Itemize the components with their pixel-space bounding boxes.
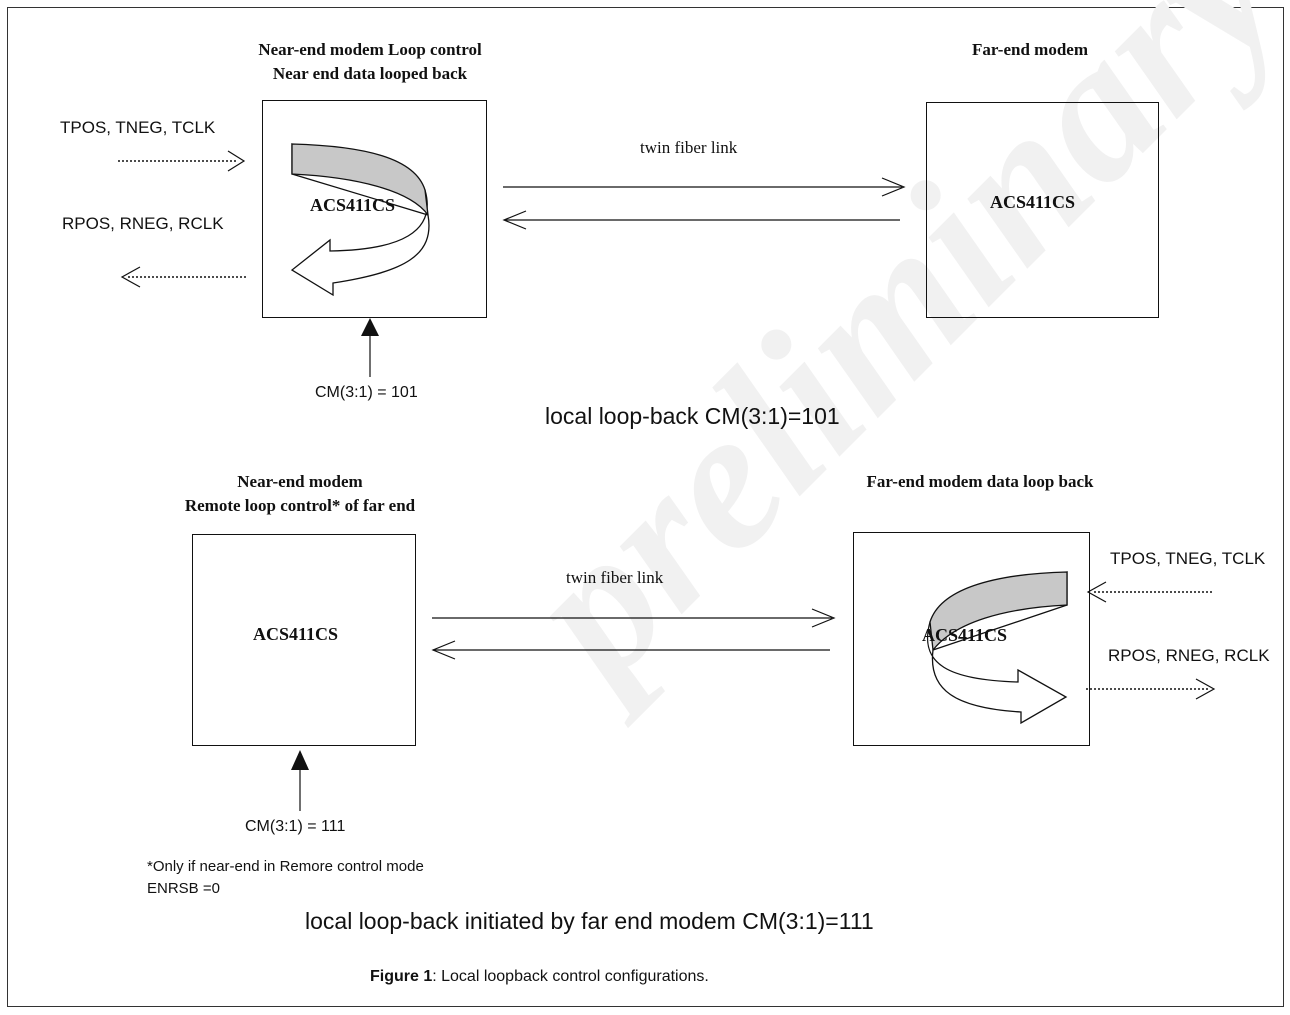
bottom-near-header: Near-end modem Remote loop control* of f… <box>130 470 470 518</box>
top-link-label: twin fiber link <box>640 138 738 157</box>
bottom-fiber-tx-arrow <box>432 608 836 628</box>
bottom-far-header: Far-end modem data loop back <box>866 472 1094 491</box>
top-tx-dotted-arrow <box>118 150 246 172</box>
top-fiber-rx-arrow <box>502 210 900 230</box>
figure-caption-label: Figure 1 <box>370 968 433 985</box>
top-rx-dotted-arrow <box>120 266 248 288</box>
bottom-footnote-line2: ENRSB =0 <box>147 880 220 897</box>
top-near-chip-label: ACS411CS <box>310 195 395 215</box>
figure-caption-text: : Local loopback control configurations. <box>432 968 709 985</box>
bottom-near-header-line2: Remote loop control* of far end <box>184 496 416 515</box>
top-title: local loop-back CM(3:1)=101 <box>545 403 840 429</box>
bottom-footnote-line1: *Only if near-end in Remore control mode <box>147 858 424 875</box>
top-near-header-line1: Near-end modem Loop control <box>258 40 482 59</box>
bottom-near-chip-label: ACS411CS <box>253 624 339 644</box>
top-fiber-tx-arrow <box>503 177 906 197</box>
bottom-title: local loop-back initiated by far end mod… <box>305 908 874 934</box>
top-near-header-line2: Near end data looped back <box>272 64 468 83</box>
top-tx-signals: TPOS, TNEG, TCLK <box>60 118 216 137</box>
bottom-control-value: CM(3:1) = 111 <box>245 818 346 835</box>
top-near-header: Near-end modem Loop control Near end dat… <box>200 38 540 86</box>
bottom-rx-signals: RPOS, RNEG, RCLK <box>1108 646 1270 665</box>
bottom-link-label: twin fiber link <box>566 568 664 587</box>
bottom-loopback-band <box>926 571 1068 725</box>
bottom-footnote: *Only if near-end in Remore control mode… <box>147 856 424 900</box>
top-far-header: Far-end modem <box>972 40 1088 59</box>
top-far-chip-label: ACS411CS <box>990 192 1076 212</box>
figure-frame <box>7 7 1284 1007</box>
top-control-arrow <box>361 318 379 377</box>
top-near-modem-box <box>262 100 487 318</box>
top-far-modem-box <box>926 102 1159 318</box>
bottom-far-chip-label: ACS411CS <box>922 625 1007 645</box>
top-control-value: CM(3:1) = 101 <box>315 384 418 401</box>
top-rx-signals: RPOS, RNEG, RCLK <box>62 214 224 233</box>
figure-caption: Figure 1: Local loopback control configu… <box>370 968 709 986</box>
bottom-control-arrow <box>291 750 309 811</box>
bottom-fiber-rx-arrow <box>431 640 830 660</box>
bottom-near-modem-box <box>192 534 416 746</box>
bottom-near-header-line1: Near-end modem <box>237 472 363 491</box>
top-loopback-band <box>290 143 430 297</box>
bottom-rx-dotted-arrow <box>1086 678 1216 700</box>
bottom-tx-signals: TPOS, TNEG, TCLK <box>1110 549 1266 568</box>
bottom-tx-dotted-arrow <box>1086 581 1214 603</box>
bottom-far-modem-box <box>853 532 1090 746</box>
